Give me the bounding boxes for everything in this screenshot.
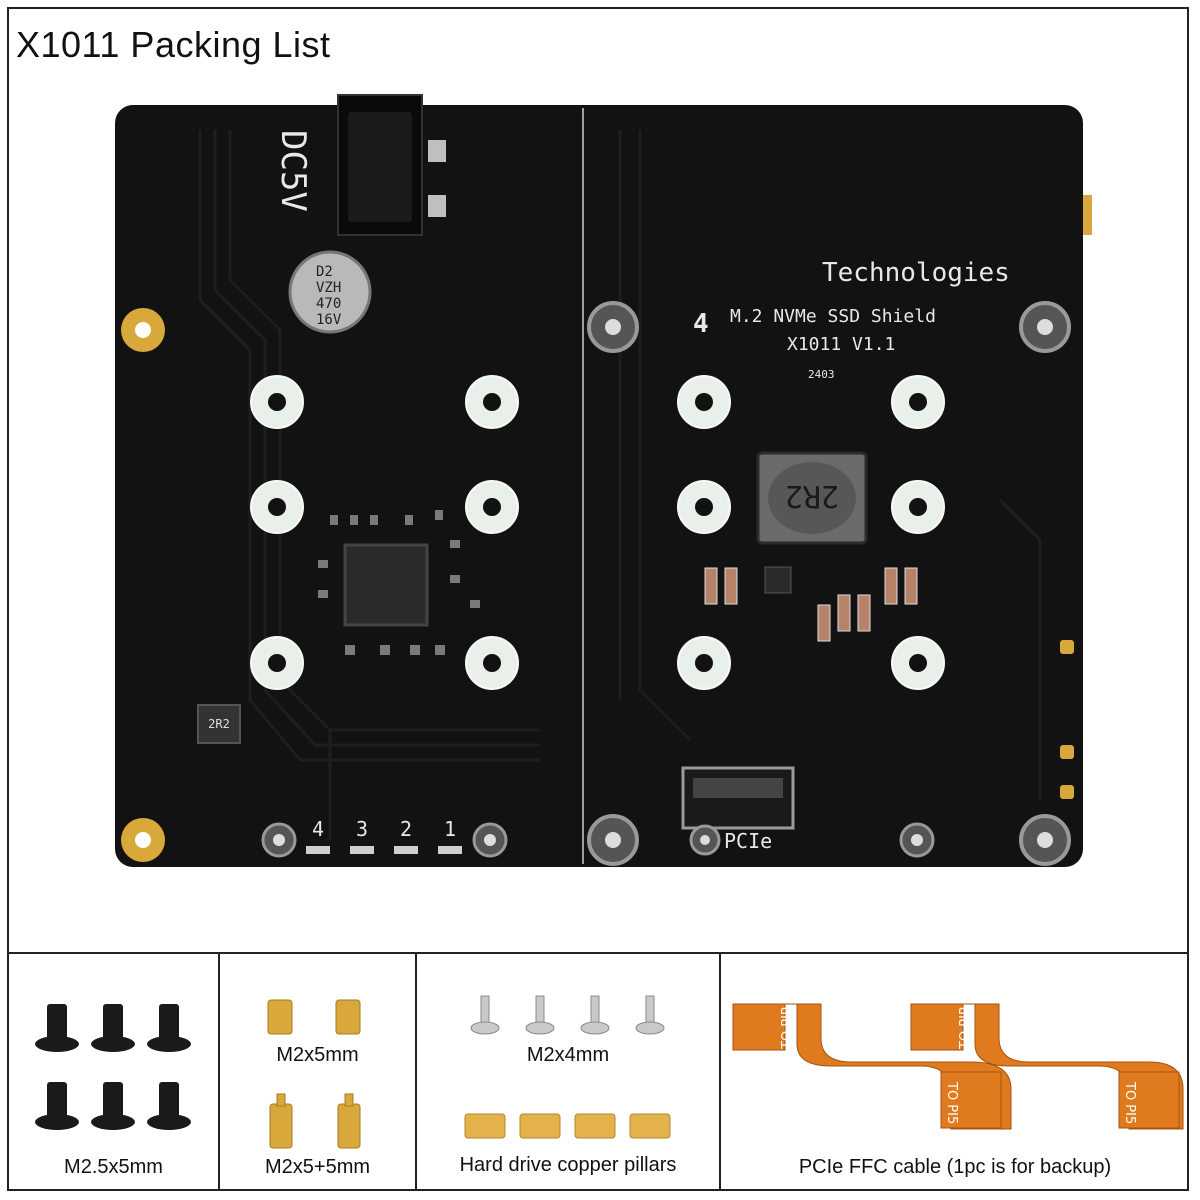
cell-divider-3 [719, 954, 721, 1191]
capacitor [288, 250, 372, 334]
ffc-cables-image: TO PIP TO PIP TO PI5 TO PI5 [732, 1003, 1184, 1130]
status-leds [306, 846, 462, 854]
screws-pillars-image [464, 995, 671, 1139]
pcie-label: PCIe [724, 829, 772, 853]
caption-m25-screws: M2.5x5mm [64, 1156, 163, 1178]
cable-label-a2: TO PIP [958, 1007, 973, 1050]
model-number: 4 [693, 309, 709, 339]
cap-line-3: 470 [316, 296, 341, 312]
caption-m2x4: M2x4mm [526, 1044, 610, 1066]
passives [704, 567, 918, 642]
caption-m2x5: M2x5mm [276, 1044, 359, 1066]
cable-label-b2: TO PI5 [1122, 1081, 1137, 1124]
cap-line-2: VZH [316, 280, 341, 296]
dc5v-label: DC5V [273, 130, 313, 212]
metal-holes [261, 301, 1071, 866]
cap-line-4: 16V [316, 312, 342, 328]
small-inductor-label: 2R2 [208, 717, 230, 731]
slot-label-2: 2 [400, 817, 412, 841]
slot-label-3: 3 [356, 817, 368, 841]
small-inductor [197, 704, 241, 744]
gold-pins [1060, 640, 1074, 799]
cable-label-b1: TO PI5 [944, 1081, 959, 1124]
cable-label-a1: TO PIP [780, 1007, 795, 1050]
slot-label-4: 4 [312, 817, 324, 841]
brand-label: Technologies [822, 258, 1010, 288]
date-code: 2403 [808, 368, 835, 381]
cell-divider-2 [415, 954, 417, 1191]
pcie-switch-chip [343, 543, 429, 627]
cell-divider-1 [218, 954, 220, 1191]
page-title: X1011 Packing List [16, 24, 331, 65]
m25-screws-image [35, 1004, 191, 1130]
caption-ffc-cable: PCIe FFC cable (1pc is for backup) [798, 1156, 1112, 1178]
product-label: M.2 NVMe SSD Shield [730, 306, 936, 327]
slot-label-1: 1 [444, 817, 456, 841]
inductor-label: 2R2 [785, 478, 839, 513]
pcb-board-image: DC5V D2 VZH 470 16V [115, 94, 1092, 867]
brass-standoffs-image [267, 999, 361, 1149]
section-divider [7, 952, 1189, 954]
cap-line-1: D2 [316, 264, 333, 280]
caption-copper-pillars: Hard drive copper pillars [459, 1154, 677, 1176]
caption-m2x5-5: M2x5+5mm [264, 1156, 371, 1178]
version-label: X1011 V1.1 [787, 334, 895, 355]
